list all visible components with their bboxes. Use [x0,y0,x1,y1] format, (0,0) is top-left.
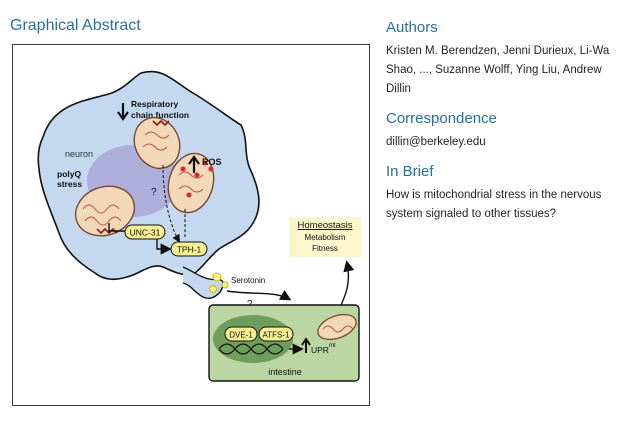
axon [182,266,224,299]
upr-label: UPR [311,345,329,355]
mitochondrion-ros [167,152,215,214]
mitochondrion-top [133,116,181,170]
homeostasis-fitness: Fitness [312,244,338,253]
upr-up-arrow-icon [301,337,311,353]
respiratory-label-1: Respiratory [131,99,179,109]
serotonin-label: Serotonin [231,276,265,285]
polyq-to-unc31-arrow [108,223,125,233]
sidebar-summary: Authors Kristen M. Berendzen, Jenni Duri… [386,19,614,235]
dve1-label: DVE-1 [229,331,253,340]
authors-section: Authors Kristen M. Berendzen, Jenni Duri… [386,19,614,99]
dve1-box [224,326,258,342]
homeostasis-metabolism: Metabolism [305,233,346,242]
intestine-label: intestine [268,367,302,377]
polyq-label-1: polyQ [57,169,81,179]
unc31-to-tph1-arrow [156,239,172,255]
in-brief-heading: In Brief [386,163,434,180]
atfs1-box [258,326,294,342]
correspondence-heading: Correspondence [386,110,497,127]
dna-helix [218,343,284,355]
authors-heading: Authors [386,19,438,36]
graphical-abstract-title: Graphical Abstract [10,17,141,34]
mitochondrion-intestine [317,313,357,341]
serotonin-molecule [212,272,222,282]
ros-label: ROS [202,157,222,167]
down-arrow-icon [117,103,129,121]
up-arrow-icon [188,155,200,173]
respiratory-label-2: chain function [131,110,189,120]
atfs1-label: ATFS-1 [263,331,291,340]
in-brief-text: How is mitochondrial stress in the nervo… [386,189,602,220]
unc31-label: UNC-31 [130,228,161,238]
tph1-label: TPH-1 [177,245,202,255]
question-mark-1: ? [151,187,157,198]
in-brief-section: In Brief How is mitochondrial stress in … [386,163,614,224]
upr-superscript: mt [329,343,336,349]
abstract-illustration: Respiratory chain function neuron polyQ … [37,70,361,382]
serotonin-molecule [221,281,229,289]
graphical-abstract-figure: Respiratory chain function neuron polyQ … [12,44,370,406]
serotonin-arrow [226,289,292,301]
correspondence-section: Correspondence dillin@berkeley.edu [386,110,614,152]
mitochondrion-polyq [74,185,136,237]
dashed-signal-1 [162,164,181,243]
tph1-box [170,241,208,257]
unc31-box [124,224,166,240]
homeostasis-box [289,217,361,257]
serotonin-molecule [209,285,217,293]
neuron-label: neuron [65,149,93,159]
polyq-label-2: stress [57,179,82,189]
homeostasis-title: Homeostasis [298,220,353,231]
correspondence-email[interactable]: dillin@berkeley.edu [386,136,486,148]
authors-text: Kristen M. Berendzen, Jenni Durieux, Li-… [386,45,610,95]
